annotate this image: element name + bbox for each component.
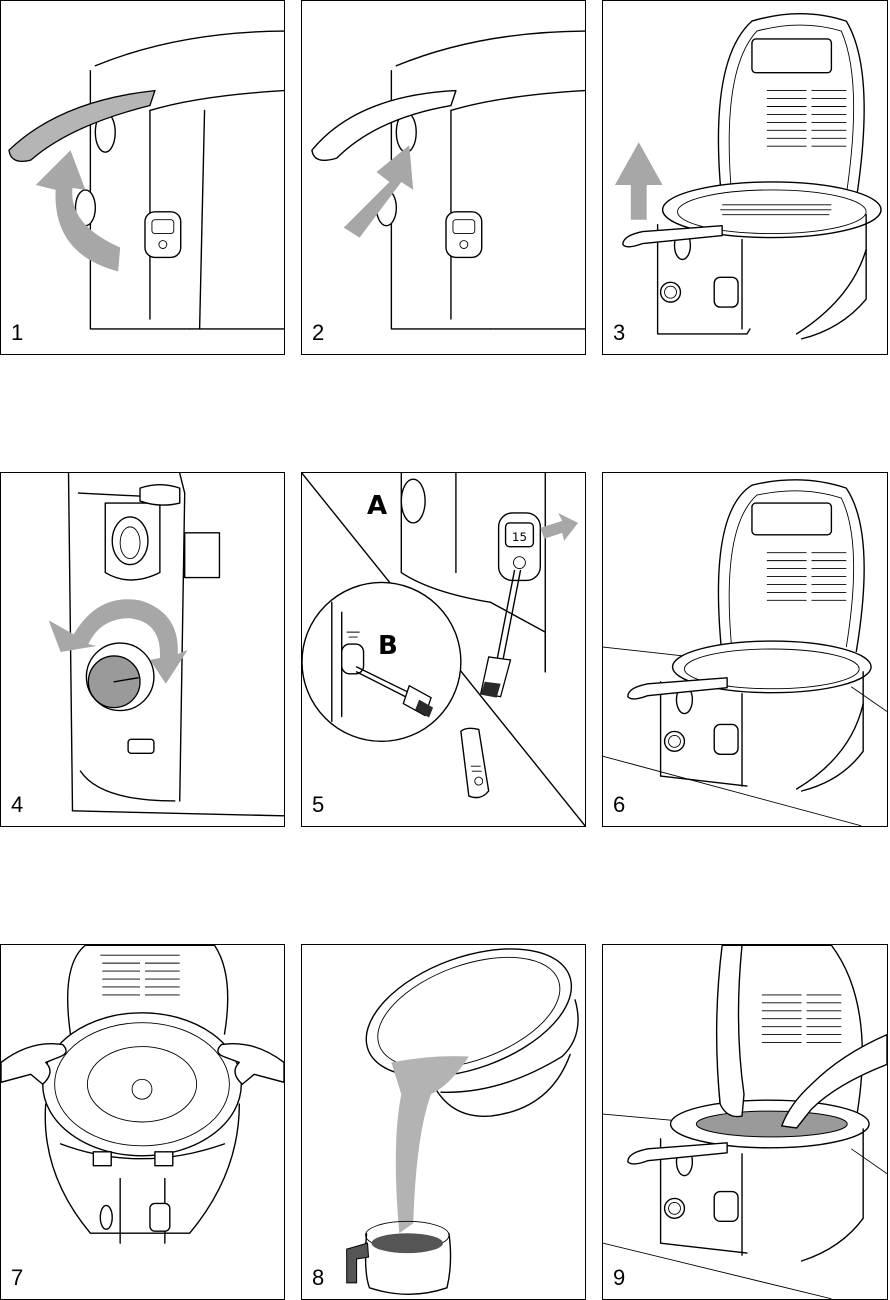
panel-number: 5	[312, 794, 324, 816]
panel-4: 4	[0, 472, 285, 827]
panel-number: 9	[613, 1267, 625, 1289]
fryer-open-on-counter-illustration	[603, 473, 887, 826]
fryer-open-lid-basket-illustration	[603, 1, 887, 354]
fryer-handle-fold-illustration	[302, 1, 585, 354]
timer-display-value: 15	[512, 530, 527, 544]
reinstall-bowl-illustration	[603, 945, 887, 1299]
panel-8: 8	[301, 944, 586, 1300]
panel-2: 2	[301, 0, 586, 355]
callout-a-label: A	[367, 493, 387, 519]
panel-9: 9	[602, 944, 888, 1300]
timer-screwdriver-illustration: 15	[302, 473, 585, 826]
thermostat-knob-illustration	[1, 473, 284, 826]
panel-5: 15 A B 5	[301, 472, 586, 827]
panel-6: 6	[602, 472, 888, 827]
panel-number: 4	[11, 794, 23, 816]
panel-number: 1	[11, 322, 23, 344]
panel-3: 3	[602, 0, 888, 355]
panel-number: 6	[613, 794, 625, 816]
remove-bowl-hands-illustration	[1, 945, 284, 1299]
pour-oil-illustration	[302, 945, 585, 1299]
callout-b-label: B	[378, 633, 398, 659]
panel-number: 2	[312, 322, 324, 344]
panel-7: 7	[0, 944, 285, 1300]
panel-number: 3	[613, 322, 625, 344]
panel-number: 8	[312, 1267, 324, 1289]
fryer-handle-unfold-illustration	[1, 1, 284, 354]
panel-number: 7	[11, 1267, 23, 1289]
panel-1: 1	[0, 0, 285, 355]
